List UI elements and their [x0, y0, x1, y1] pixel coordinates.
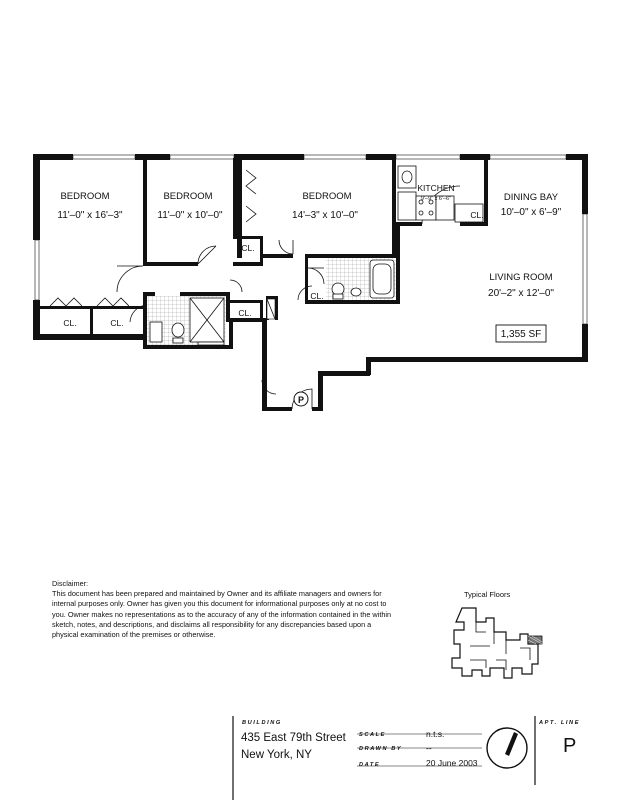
- title-block: BUILDING 435 East 79th Street New York, …: [233, 715, 618, 800]
- dining-bay-dims: 10'–0" x 6'–9": [501, 207, 562, 218]
- living-room-dims: 20'–2" x 12'–0": [488, 288, 554, 299]
- drawn-by-value: --: [426, 743, 432, 753]
- key-plan-label: Typical Floors: [464, 590, 511, 599]
- bedroom3-label: BEDROOM: [302, 191, 351, 202]
- key-plan-diagram: [451, 607, 543, 679]
- address-line1: 435 East 79th Street: [241, 732, 346, 744]
- title-block-frame: [232, 716, 536, 800]
- door-swings: [49, 169, 461, 410]
- date-label: DATE: [359, 762, 381, 768]
- area-badge: 1,355 SF: [495, 324, 547, 343]
- interior-walls: [40, 158, 488, 349]
- closet-label: CL.: [310, 291, 323, 301]
- drawn-by-label: DRAWN BY: [359, 746, 403, 752]
- bedroom1-label: BEDROOM: [60, 191, 109, 202]
- dining-bay-label: DINING BAY: [504, 192, 559, 203]
- closet-label: CL.: [470, 210, 483, 220]
- entry-marker-letter: P: [298, 395, 304, 405]
- disclaimer-body: This document has been prepared and main…: [52, 589, 392, 640]
- bedroom2-dims: 11'–0" x 10'–0": [157, 210, 223, 221]
- area-value: 1,355 SF: [501, 329, 542, 340]
- closet-label: CL.: [238, 308, 251, 318]
- entry-marker: P: [293, 391, 309, 407]
- kitchen-label: KITCHEN: [417, 183, 454, 193]
- building-label: BUILDING: [242, 720, 282, 726]
- north-arrow-icon: [486, 727, 528, 769]
- kitchen-dims: 9'–9" x 6'–6": [421, 196, 451, 202]
- kitchen-fixtures: [266, 165, 484, 320]
- bedroom3-dims: 14'–3" x 10'–0": [292, 210, 358, 221]
- scale-value: n.t.s.: [426, 729, 445, 739]
- exterior-walls: [33, 154, 588, 411]
- address-line2: New York, NY: [241, 749, 312, 761]
- bathroom-right: [326, 258, 396, 300]
- closet-label: CL.: [241, 243, 254, 253]
- bedroom2-label: BEDROOM: [163, 191, 212, 202]
- date-value: 20 June 2003: [426, 758, 478, 768]
- closet-label: CL.: [63, 318, 76, 328]
- scale-label: SCALE: [359, 732, 386, 738]
- apt-line-label: APT. LINE: [539, 720, 581, 726]
- apt-line-value: P: [563, 735, 577, 757]
- disclaimer-title: Disclaimer:: [52, 579, 89, 588]
- bathroom-left: [147, 296, 226, 346]
- closet-label: CL.: [110, 318, 123, 328]
- room-labels: BEDROOM 11'–0" x 16'–3" BEDROOM 11'–0" x…: [57, 183, 561, 299]
- living-room-label: LIVING ROOM: [489, 272, 552, 283]
- disclaimer: Disclaimer: This document has been prepa…: [52, 579, 392, 640]
- closet-labels: CL. CL. CL. CL. CL. CL.: [63, 210, 483, 328]
- bedroom1-dims: 11'–0" x 16'–3": [57, 210, 123, 221]
